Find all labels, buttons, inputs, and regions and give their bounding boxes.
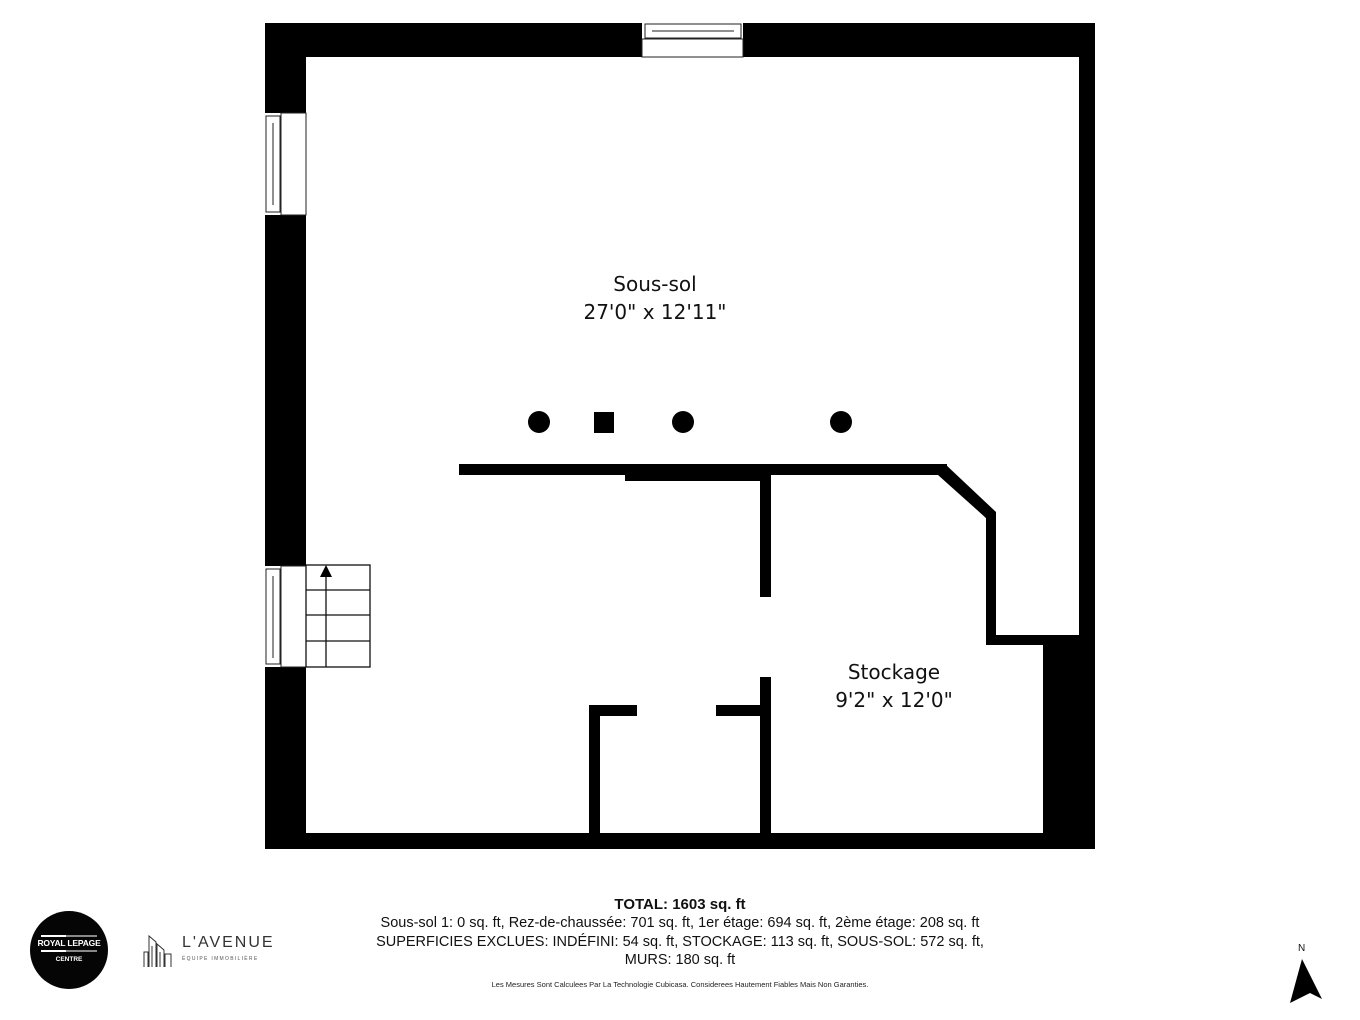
total-area: TOTAL: 1603 sq. ft: [614, 896, 746, 913]
logo-bar: [41, 935, 97, 937]
excluded-areas: SUPERFICIES EXCLUES: INDÉFINI: 54 sq. ft…: [376, 933, 984, 950]
floor-plan: [265, 23, 1095, 849]
royal-lepage-logo: ROYAL LEPAGE CENTRE: [30, 911, 108, 989]
disclaimer: Les Mesures Sont Calculees Par La Techno…: [491, 979, 869, 989]
floor-areas: Sous-sol 1: 0 sq. ft, Rez-de-chaussée: 7…: [380, 915, 980, 931]
logo-brand: ROYAL LEPAGE: [37, 938, 101, 948]
outer-walls: [265, 23, 1095, 849]
compass: N: [1288, 943, 1328, 1005]
room-label-stockage: Stockage 9'2" x 12'0": [794, 658, 994, 714]
area-summary: TOTAL: 1603 sq. ft Sous-sol 1: 0 sq. ft,…: [300, 895, 1060, 989]
walls-area: MURS: 180 sq. ft: [624, 952, 736, 968]
room-name: Sous-sol: [613, 272, 697, 296]
window-top: [641, 23, 744, 58]
stairs: [305, 564, 371, 668]
columns: [528, 411, 852, 433]
avenue-logo: L'AVENUE ÉQUIPE IMMOBILIÈRE: [142, 932, 282, 968]
logo-bar: [41, 950, 97, 952]
logo-name: L'AVENUE: [182, 934, 275, 951]
buildings-icon: [143, 934, 172, 967]
logo-sub: CENTRE: [55, 956, 83, 963]
logo-tagline: ÉQUIPE IMMOBILIÈRE: [182, 956, 259, 962]
interior-walls: [459, 464, 1079, 833]
room-dimensions: 27'0" x 12'11": [583, 300, 727, 324]
room-dimensions: 9'2" x 12'0": [835, 688, 953, 712]
north-arrow-icon: [1290, 959, 1322, 1003]
window-left-lower: [265, 565, 307, 668]
window-left-upper: [265, 112, 307, 216]
north-label: N: [1298, 943, 1306, 954]
room-label-sous-sol: Sous-sol 27'0" x 12'11": [555, 270, 755, 326]
room-name: Stockage: [847, 660, 941, 684]
stairs-up-arrow-icon: [320, 565, 332, 577]
